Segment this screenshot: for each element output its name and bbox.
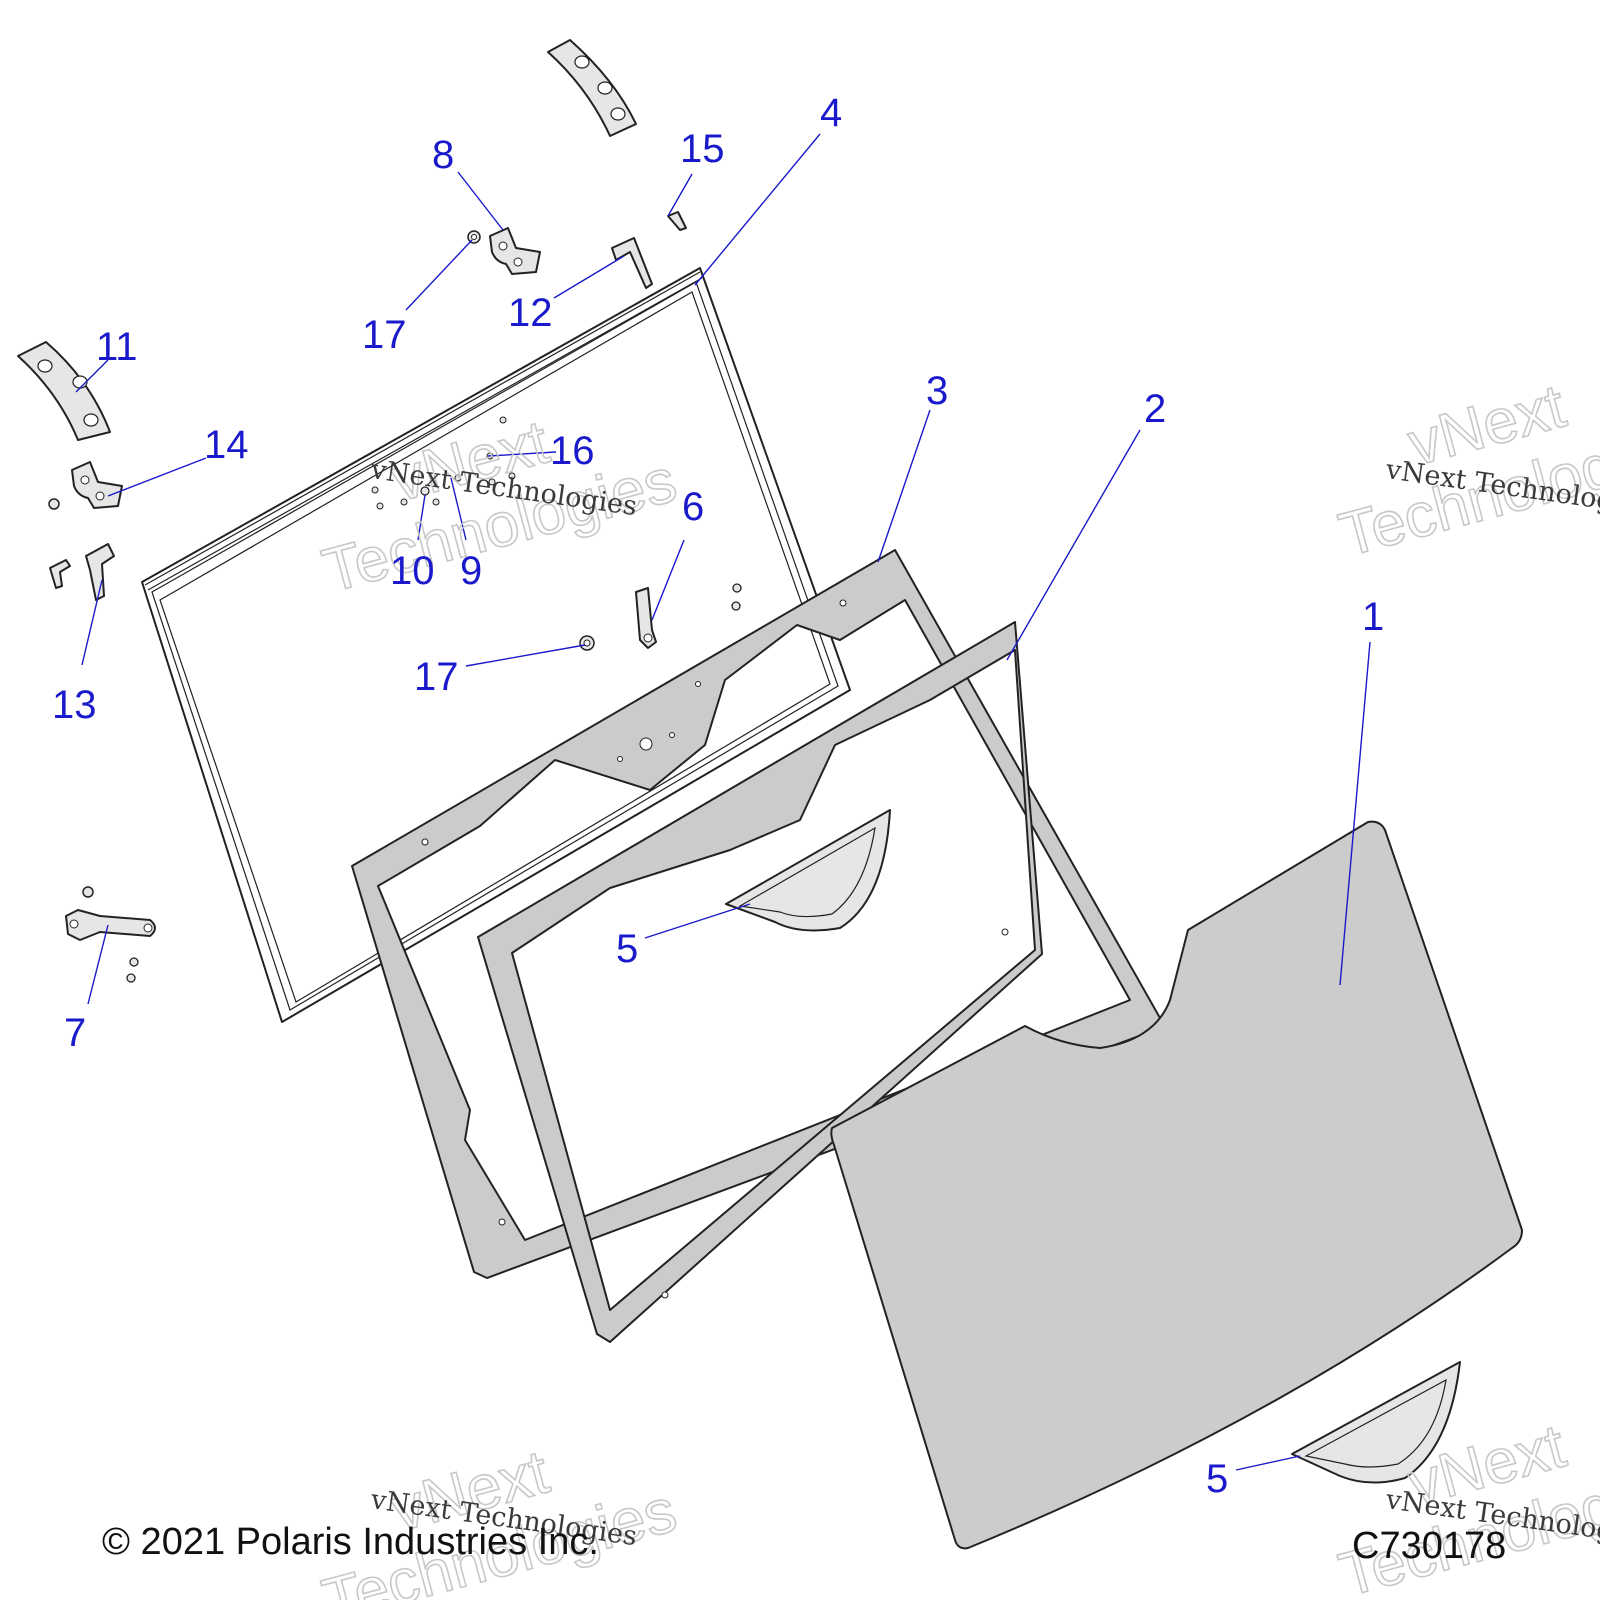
part-14-hinge — [48, 461, 123, 510]
callout-10: 10 — [390, 549, 435, 593]
callout-14: 14 — [204, 423, 249, 467]
callout-13: 13 — [52, 683, 97, 727]
callout-8: 8 — [432, 133, 454, 177]
callout-16: 16 — [550, 429, 595, 473]
hole — [839, 599, 847, 607]
callout-17-upper: 17 — [362, 313, 407, 357]
part-17-nut-lower — [579, 635, 595, 651]
watermark-right-top: vNext Technologies — [1332, 371, 1600, 571]
hole — [695, 681, 701, 687]
hole — [639, 737, 653, 751]
callout-15: 15 — [680, 127, 725, 171]
part-9-10-16-fasteners — [371, 416, 516, 510]
part-cover-plate-top — [547, 39, 637, 137]
hole — [498, 1218, 506, 1226]
callout-12: 12 — [508, 291, 553, 335]
part-1-glass-panel — [830, 820, 1523, 1550]
callout-7: 7 — [64, 1011, 86, 1055]
part-11-cover-plate — [17, 341, 111, 441]
part-4-frame-seal — [141, 267, 851, 1023]
callout-17-lower: 17 — [414, 655, 459, 699]
part-6-bracket — [635, 583, 742, 649]
part-15-clip — [667, 211, 687, 231]
callout-5-lower: 5 — [1206, 1457, 1228, 1501]
callout-11: 11 — [96, 325, 138, 369]
callout-1: 1 — [1362, 595, 1384, 639]
part-13-bracket — [49, 543, 115, 601]
part-8-hinge — [489, 227, 541, 275]
part-5-vent-lower — [1291, 1361, 1461, 1484]
part-7-bracket — [65, 886, 156, 983]
callout-5-upper: 5 — [616, 927, 638, 971]
callout-3: 3 — [926, 369, 948, 413]
hole — [617, 756, 623, 762]
callouts: 1 2 3 4 5 5 6 7 8 9 10 11 12 13 14 15 16… — [52, 91, 1384, 1501]
watermark-bottom-right: vNext Technologies — [1332, 1411, 1600, 1600]
drawing-number: C730178 — [1352, 1525, 1506, 1567]
hole — [661, 1291, 669, 1299]
callout-9: 9 — [460, 549, 482, 593]
copyright-text: © 2021 Polaris Industries Inc. — [102, 1521, 599, 1563]
hole — [1001, 928, 1009, 936]
part-17-nut-upper — [467, 230, 481, 244]
callout-2: 2 — [1144, 387, 1166, 431]
part-12-bracket — [611, 237, 653, 289]
part-2-frame — [477, 621, 1043, 1343]
callout-4: 4 — [820, 91, 842, 135]
hole — [669, 732, 675, 738]
leader-lines — [75, 133, 1371, 1471]
hole — [421, 838, 429, 846]
part-5-vent-upper — [725, 809, 891, 932]
callout-6: 6 — [682, 485, 704, 529]
